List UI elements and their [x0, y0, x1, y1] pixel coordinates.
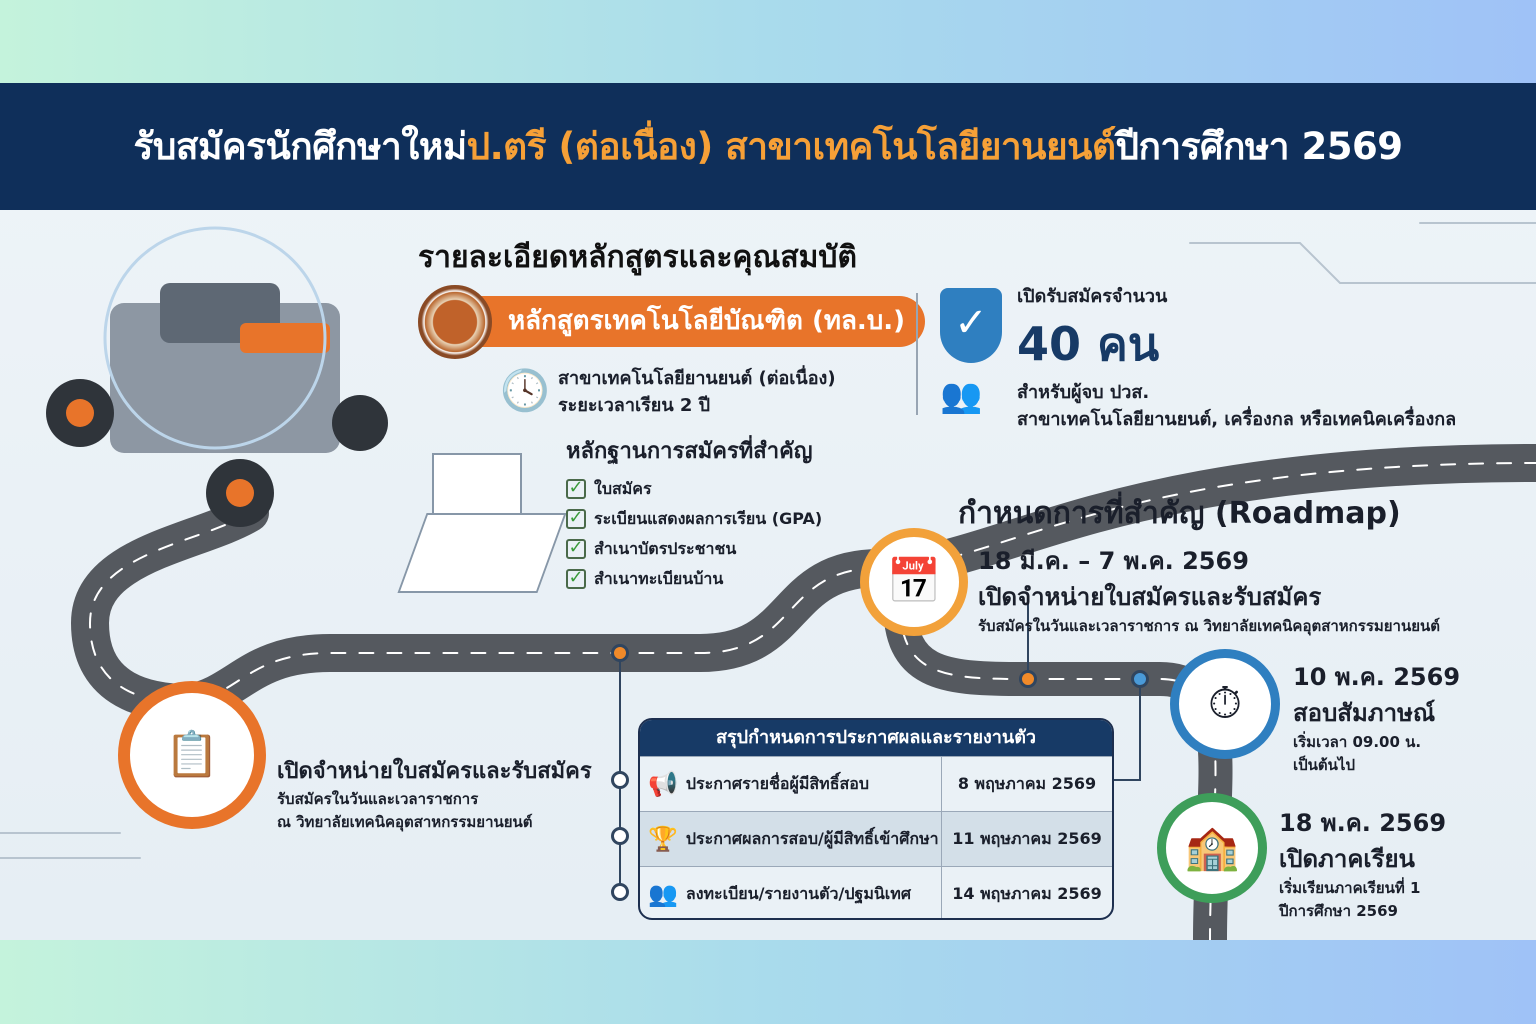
quota-block: เปิดรับสมัครจำนวน 40 คน สำหรับผู้จบ ปวส.…	[1017, 283, 1456, 433]
megaphone-icon: 📢	[648, 770, 678, 798]
document-item: ✓ ระเบียนแสดงผลการเรียน (GPA)	[566, 504, 822, 534]
roadmap-step-3: 18 พ.ค. 2569 เปิดภาคเรียน เริ่มเรียนภาคเ…	[1279, 805, 1446, 922]
step-desc: รับสมัครในวันและเวลาราชการ	[277, 790, 479, 808]
document-item: ✓ ใบสมัคร	[566, 474, 822, 504]
step-date: 18 พ.ค. 2569	[1279, 809, 1447, 837]
road-marker	[611, 827, 629, 845]
step-desc: รับสมัครในวันและเวลาราชการ ณ วิทยาลัยเทค…	[978, 617, 1441, 635]
title-year: ปีการศึกษา 2569	[1115, 124, 1403, 168]
quota-majors: สาขาเทคโนโลยียานยนต์, เครื่องกล หรือเทคน…	[1017, 409, 1457, 430]
quota-count: 40 คน	[1017, 317, 1160, 371]
document-label: สำเนาบัตรประชาชน	[594, 539, 737, 558]
road-marker	[1131, 670, 1149, 688]
step-title: เปิดภาคเรียน	[1279, 845, 1415, 873]
step-desc: เป็นต้นไป	[1293, 755, 1355, 774]
course-heading: รายละเอียดหลักสูตรและคุณสมบัติ	[418, 240, 857, 275]
row-date: 8 พฤษภาคม 2569	[957, 774, 1097, 793]
step-title: สอบสัมภาษณ์	[1293, 699, 1436, 727]
infographic: รับสมัครนักศึกษาใหม่ ป.ตรี (ต่อเนื่อง) ส…	[0, 83, 1536, 940]
quota-for: สำหรับผู้จบ ปวส.	[1017, 382, 1150, 403]
calendar-icon: 📅	[860, 528, 968, 636]
documents-heading: หลักฐานการสมัครที่สำคัญ	[566, 439, 813, 464]
document-label: ใบสมัคร	[594, 479, 652, 498]
school-icon: 🏫	[1157, 793, 1267, 903]
title-part: รับสมัครนักศึกษาใหม่	[133, 124, 468, 168]
step-title: เปิดจำหน่ายใบสมัครและรับสมัคร	[277, 759, 592, 784]
road-marker	[1019, 670, 1037, 688]
documents-block: หลักฐานการสมัครที่สำคัญ ✓ ใบสมัคร ✓ ระเบีย…	[566, 435, 822, 594]
stopwatch-icon: ⏱	[1170, 649, 1280, 759]
checkbox-icon: ✓	[566, 569, 586, 589]
engine-illustration	[46, 226, 388, 527]
major-text: สาขาเทคโนโลยียานยนต์ (ต่อเนื่อง)	[558, 368, 836, 389]
summary-table: สรุปกำหนดการประกาศผลและรายงานตัว 📢 ประกาศ…	[638, 718, 1114, 920]
title-highlight: ป.ตรี (ต่อเนื่อง) สาขาเทคโนโลยียานยนต์	[466, 124, 1116, 168]
row-date: 11 พฤษภาคม 2569	[952, 829, 1102, 848]
group-icon: 👥	[648, 880, 678, 908]
summary-row: 📢 ประกาศรายชื่อผู้มีสิทธิ์สอบ 8 พฤษภาคม 25…	[640, 756, 1112, 811]
row-label: ประกาศรายชื่อผู้มีสิทธิ์สอบ	[685, 773, 870, 793]
summary-row: 👥 ลงทะเบียน/รายงานตัว/ปฐมนิเทศ 14 พฤษภาคม …	[640, 866, 1112, 918]
divider	[916, 293, 918, 415]
step-desc: เริ่มเวลา 09.00 น.	[1293, 733, 1422, 751]
step-desc: ปีการศึกษา 2569	[1279, 901, 1398, 920]
summary-row: 🏆 ประกาศผลการสอบ/ผู้มีสิทธิ์เข้าศึกษา 11 พ…	[640, 811, 1112, 866]
step-title: เปิดจำหน่ายใบสมัครและรับสมัคร	[978, 583, 1322, 611]
summary-heading: สรุปกำหนดการประกาศผลและรายงานตัว	[640, 720, 1112, 756]
roadmap-left-step: เปิดจำหน่ายใบสมัครและรับสมัคร รับสมัครใน…	[277, 755, 592, 833]
quota-label: เปิดรับสมัครจำนวน	[1017, 286, 1168, 307]
row-label: ประกาศผลการสอบ/ผู้มีสิทธิ์เข้าศึกษา	[685, 828, 939, 848]
road-marker	[611, 771, 629, 789]
row-date: 14 พฤษภาคม 2569	[952, 884, 1102, 903]
trophy-icon: 🏆	[648, 825, 678, 853]
row-label: ลงทะเบียน/รายงานตัว/ปฐมนิเทศ	[685, 883, 911, 903]
step-desc: เริ่มเรียนภาคเรียนที่ 1	[1279, 879, 1421, 897]
checkbox-icon: ✓	[566, 539, 586, 559]
road-marker	[611, 883, 629, 901]
document-label: ระเบียนแสดงผลการเรียน (GPA)	[594, 509, 823, 528]
document-label: สำเนาทะเบียนบ้าน	[594, 569, 724, 588]
course-details: สาขาเทคโนโลยียานยนต์ (ต่อเนื่อง) ระยะเวล…	[558, 365, 836, 419]
duration-text: ระยะเวลาเรียน 2 ปี	[558, 395, 711, 416]
program-pill: หลักสูตรเทคโนโลยีบัณฑิต (ทล.บ.)	[452, 296, 926, 347]
step-date: 10 พ.ค. 2569	[1293, 663, 1461, 691]
checkbox-icon: ✓	[566, 509, 586, 529]
graduates-icon: 👥	[940, 376, 983, 416]
document-item: ✓ สำเนาบัตรประชาชน	[566, 534, 822, 564]
roadmap-heading: กำหนดการที่สำคัญ (Roadmap)	[958, 496, 1401, 531]
document-stack-icon	[397, 453, 567, 613]
clock-icon: 🕓	[500, 368, 550, 414]
step-date: 18 มี.ค. – 7 พ.ค. 2569	[978, 547, 1249, 575]
road-marker	[611, 644, 629, 662]
document-item: ✓ สำเนาทะเบียนบ้าน	[566, 564, 822, 594]
page-header: รับสมัครนักศึกษาใหม่ ป.ตรี (ต่อเนื่อง) ส…	[0, 83, 1536, 210]
roadmap-step-2: 10 พ.ค. 2569 สอบสัมภาษณ์ เริ่มเวลา 09.00…	[1293, 659, 1460, 776]
institution-seal	[418, 285, 492, 359]
step-desc: ณ วิทยาลัยเทคนิคอุตสาหกรรมยานยนต์	[277, 812, 533, 831]
clipboard-icon: 📋	[118, 681, 266, 829]
shield-check-icon: ✓	[940, 288, 1002, 363]
checkbox-icon: ✓	[566, 479, 586, 499]
roadmap-step-1: 18 มี.ค. – 7 พ.ค. 2569 เปิดจำหน่ายใบสมัค…	[978, 543, 1440, 638]
